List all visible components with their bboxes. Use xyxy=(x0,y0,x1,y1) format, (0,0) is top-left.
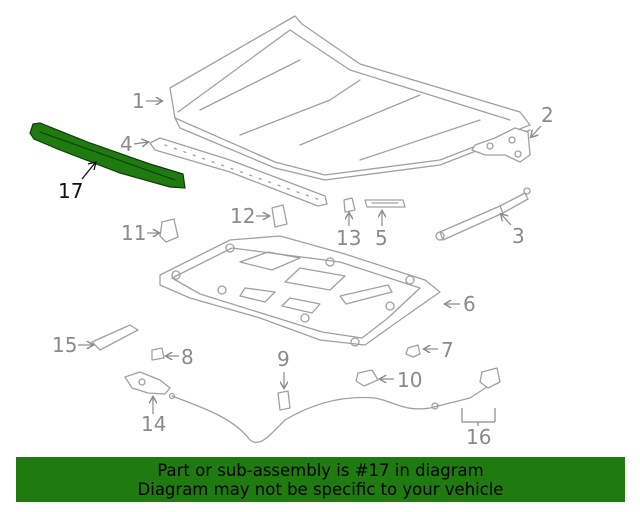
bumper-part-12[interactable] xyxy=(271,204,288,228)
part-17-weatherstrip[interactable] xyxy=(29,122,186,189)
release-cable-part[interactable] xyxy=(168,367,501,444)
callout-17: 17 xyxy=(58,161,97,203)
callout-label-2: 2 xyxy=(541,103,554,127)
hood-hinge-part[interactable] xyxy=(471,127,531,163)
hood-seal-part[interactable] xyxy=(149,137,328,207)
banner-line-2: Diagram may not be specific to your vehi… xyxy=(137,480,504,499)
callout-15: 15 xyxy=(52,333,93,357)
callout-label-10: 10 xyxy=(397,368,422,392)
callout-5: 5 xyxy=(375,211,388,250)
clip-part-13[interactable] xyxy=(343,197,356,213)
bracket-part-15[interactable] xyxy=(91,324,139,351)
callout-label-15: 15 xyxy=(52,333,77,357)
clip-part-7[interactable] xyxy=(405,344,421,358)
callout-label-1: 1 xyxy=(132,89,145,113)
bumper-part-11[interactable] xyxy=(159,218,179,243)
info-banner: Part or sub-assembly is #17 in diagram D… xyxy=(16,457,625,502)
callout-label-11: 11 xyxy=(121,221,146,245)
bracket-part[interactable] xyxy=(364,199,406,208)
callout-13: 13 xyxy=(336,213,361,250)
callout-label-6: 6 xyxy=(463,292,476,316)
callout-1: 1 xyxy=(132,89,162,113)
callout-2: 2 xyxy=(531,103,554,137)
callout-11: 11 xyxy=(121,221,159,245)
callout-3: 3 xyxy=(501,214,525,248)
callout-label-16: 16 xyxy=(466,425,491,449)
callout-label-8: 8 xyxy=(181,345,194,369)
callout-12: 12 xyxy=(230,204,269,228)
hood-insulator-part[interactable] xyxy=(159,235,441,347)
callout-7: 7 xyxy=(424,338,454,362)
callout-10: 10 xyxy=(380,368,422,392)
clip-part-10[interactable] xyxy=(355,369,379,387)
callout-label-3: 3 xyxy=(512,224,525,248)
banner-line-1: Part or sub-assembly is #17 in diagram xyxy=(157,461,484,480)
hood-part[interactable] xyxy=(169,15,531,181)
callout-6: 6 xyxy=(445,292,476,316)
callout-label-9: 9 xyxy=(277,347,290,371)
callout-label-7: 7 xyxy=(441,338,454,362)
bumper-part-8[interactable] xyxy=(151,347,165,361)
callout-label-4: 4 xyxy=(120,132,133,156)
callout-label-14: 14 xyxy=(141,412,166,436)
parts-diagram: 1 2 3 4 5 6 7 8 9 10 11 12 xyxy=(29,15,554,449)
callout-9: 9 xyxy=(277,347,290,388)
callout-16: 16 xyxy=(461,408,496,449)
callout-label-17: 17 xyxy=(58,179,83,203)
latch-part-14[interactable] xyxy=(124,371,171,395)
callout-label-5: 5 xyxy=(375,226,388,250)
callout-label-13: 13 xyxy=(336,226,361,250)
callout-4: 4 xyxy=(120,132,148,156)
callout-14: 14 xyxy=(141,397,166,436)
callout-label-12: 12 xyxy=(230,204,255,228)
callout-8: 8 xyxy=(166,345,194,369)
bumper-part-9[interactable] xyxy=(277,390,291,411)
